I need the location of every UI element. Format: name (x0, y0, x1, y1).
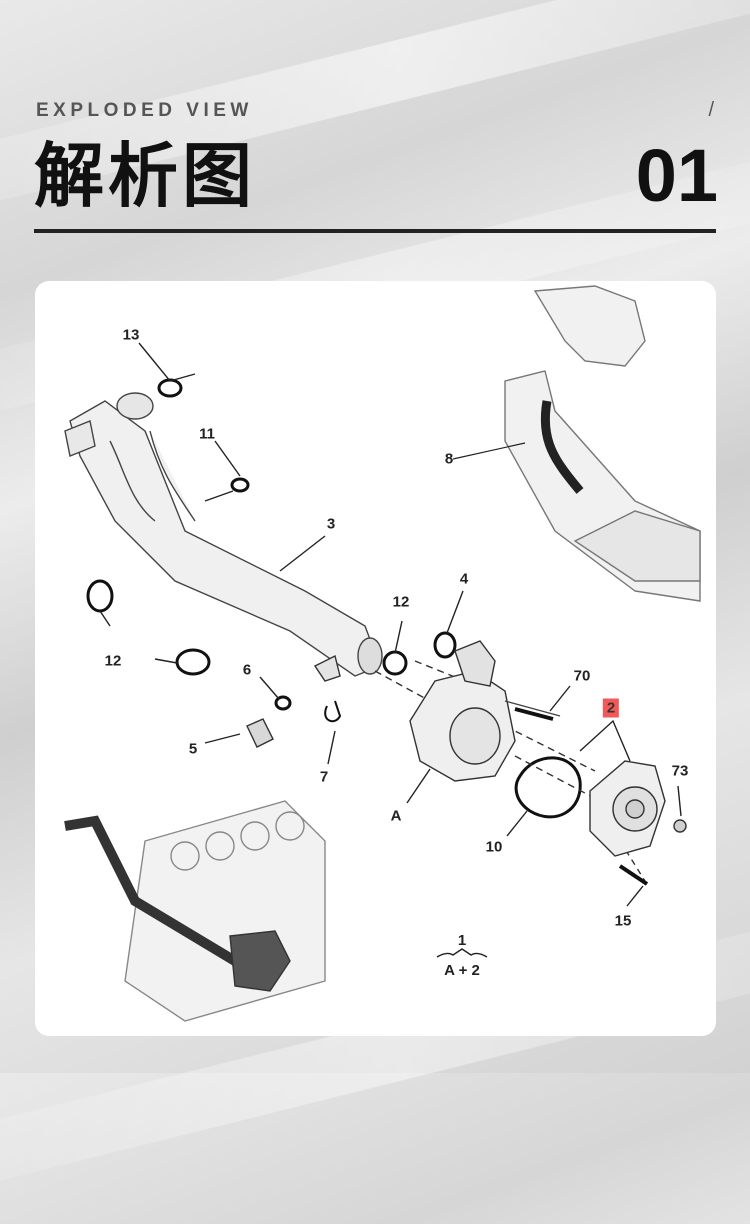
callout-7: 7 (319, 768, 329, 786)
callout-12: 12 (392, 593, 410, 611)
oring-12c (382, 650, 408, 676)
oring-11 (230, 477, 250, 493)
plug-5 (246, 718, 274, 748)
thermostat-housing-A (409, 640, 561, 782)
callout-5: 5 (188, 740, 198, 758)
gasket-10 (514, 756, 582, 819)
nut-73 (673, 819, 687, 833)
section-subtitle: EXPLODED VIEW (36, 100, 253, 121)
callout-73: 73 (671, 762, 689, 780)
callout-8: 8 (444, 450, 454, 468)
callout-15: 15 (614, 912, 632, 930)
page-number: 01 (635, 134, 718, 217)
oring-6 (274, 695, 292, 711)
callout-12: 12 (104, 652, 122, 670)
callout-3: 3 (326, 515, 336, 533)
hose-8 (540, 400, 584, 494)
water-pump-2 (589, 760, 666, 857)
assembly-label-top: 1 (457, 932, 467, 949)
callout-A: A (390, 807, 402, 825)
callout-2: 2 (602, 698, 620, 718)
callout-13: 13 (122, 326, 140, 344)
title-slash: / (708, 99, 714, 121)
title-divider (34, 229, 716, 233)
bolt-70 (514, 707, 554, 721)
callout-6: 6 (242, 661, 252, 679)
assembly-label-bottom: A + 2 (444, 962, 480, 979)
oring-13 (157, 378, 183, 398)
callout-11: 11 (199, 425, 215, 443)
manifold-3 (64, 392, 383, 677)
inset-top-right (504, 285, 701, 602)
oring-12b (175, 648, 211, 676)
bolt-15 (618, 864, 649, 886)
callout-70: 70 (573, 667, 591, 685)
callout-10: 10 (485, 838, 503, 856)
callout-4: 4 (459, 570, 469, 588)
exploded-diagram (64, 285, 701, 1022)
oring-12a (86, 579, 114, 613)
diagram-panel: 13 11 3 12 12 4 8 70 2 6 5 7 A 73 10 15 … (35, 281, 716, 1036)
oring-4 (433, 631, 457, 659)
clip-7 (324, 700, 342, 723)
page-title: 解析图 (34, 135, 256, 217)
